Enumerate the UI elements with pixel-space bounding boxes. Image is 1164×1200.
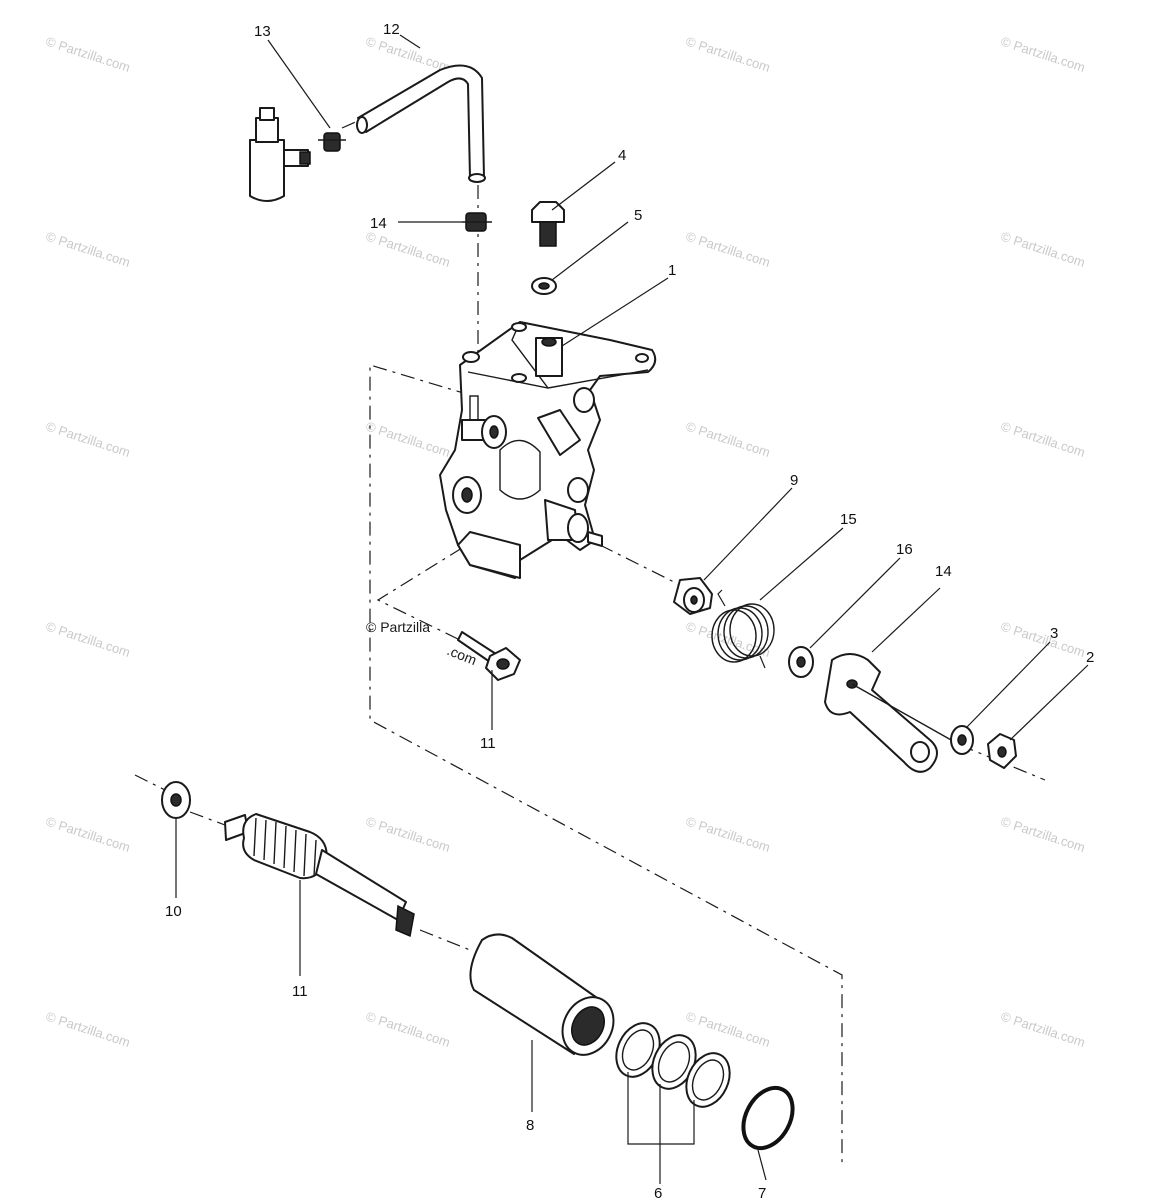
callout-numbers: 13 12 4 14 5 1 9 15 16 14 3 2 11 10 11 8… (165, 21, 1094, 1200)
watermark: © Partzilla.com (684, 814, 772, 855)
watermark: © Partzilla.com (44, 619, 132, 660)
callout-11: 11 (292, 983, 308, 1000)
callout-6: 6 (654, 1185, 662, 1200)
washer-part-17 (788, 646, 814, 678)
nut-part-2 (987, 733, 1017, 769)
copyright-text-line1: © Partzilla (366, 619, 430, 635)
watermark: © Partzilla.com (364, 419, 452, 460)
clamp-part-14-upper (318, 132, 346, 152)
watermark: © Partzilla.com (364, 814, 452, 855)
bushing-part-9 (673, 577, 713, 615)
callout-12: 11 (480, 735, 496, 752)
watermark: © Partzilla.com (364, 1009, 452, 1050)
watermark: © Partzilla.com (44, 419, 132, 460)
watermark: © Partzilla.com (999, 229, 1087, 270)
watermark: © Partzilla.com (999, 814, 1087, 855)
callout-17: 16 (896, 541, 913, 558)
washer-part-5 (531, 277, 557, 295)
watermark: © Partzilla.com (44, 1009, 132, 1050)
callout-5: 5 (634, 207, 642, 224)
washer-part-10 (161, 781, 191, 819)
watermark-layer: © Partzilla.com © Partzilla.com © Partzi… (44, 34, 1087, 1050)
callout-14-top: 13 (254, 23, 271, 40)
watermark: © Partzilla.com (999, 619, 1087, 660)
o-ring-part-7 (741, 1085, 795, 1151)
callout-4: 4 (618, 147, 626, 164)
watermark: © Partzilla.com (999, 1009, 1087, 1050)
watermark: © Partzilla.com (999, 419, 1087, 460)
watermark: © Partzilla.com (684, 229, 772, 270)
watermark: © Partzilla.com (364, 229, 452, 270)
shim-part-6-c (685, 1052, 731, 1108)
bolt-part-4 (531, 201, 565, 247)
watermark: © Partzilla.com (44, 34, 132, 75)
spring-part-16 (711, 589, 775, 669)
leader-lines (175, 34, 1089, 1184)
callout-9: 9 (790, 472, 798, 489)
bolt-part-12 (457, 631, 521, 681)
washer-part-3 (950, 725, 974, 755)
lever-part-15 (824, 653, 961, 773)
callout-2: 2 (1086, 649, 1094, 666)
callout-15: 14 (935, 563, 952, 580)
callout-14-mid: 14 (370, 215, 387, 232)
gear-shaft-part-11 (224, 813, 415, 938)
callout-13: 12 (383, 21, 400, 38)
callout-7: 7 (758, 1185, 766, 1200)
oil-fitting (249, 107, 311, 202)
hose-part-13 (356, 64, 486, 183)
watermark: © Partzilla.com (44, 814, 132, 855)
callout-16: 15 (840, 511, 857, 528)
sleeve-part-8 (469, 933, 615, 1056)
watermark: © Partzilla.com (684, 34, 772, 75)
clamp-part-14-lower (462, 212, 492, 232)
callout-3: 3 (1050, 625, 1058, 642)
assembly-lines (134, 119, 1046, 1165)
watermark: © Partzilla.com (684, 419, 772, 460)
oil-pump-part-1 (439, 321, 657, 579)
callout-10: 10 (165, 903, 182, 920)
watermark: © Partzilla.com (999, 34, 1087, 75)
callout-8: 8 (526, 1117, 534, 1134)
watermark: © Partzilla.com (684, 1009, 772, 1050)
callout-1: 1 (668, 262, 676, 279)
watermark: © Partzilla.com (44, 229, 132, 270)
